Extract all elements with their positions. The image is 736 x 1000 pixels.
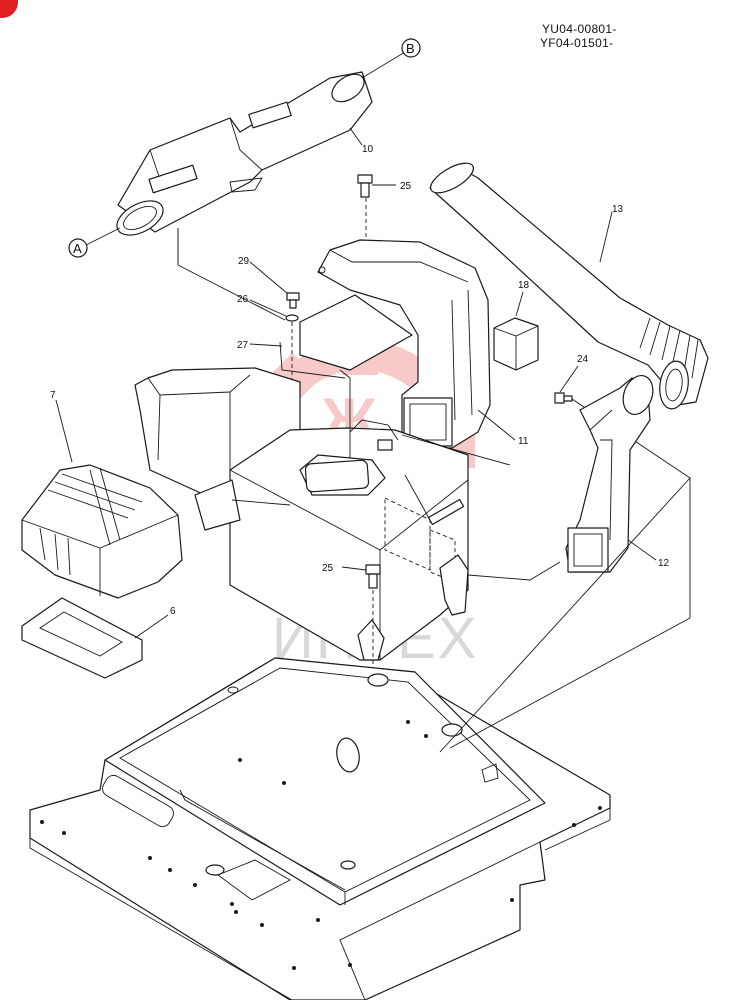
callout-25-top: 25: [400, 181, 412, 192]
callout-25-lower: 25: [322, 563, 334, 574]
bolt-25-top: [357, 174, 373, 198]
duct-10: [116, 71, 373, 236]
ref-circle-b: [401, 38, 421, 58]
plate-27: [299, 294, 413, 371]
floor-frame: [29, 476, 691, 1000]
corner-badge: [0, 0, 18, 18]
filter-housing-7: [21, 464, 183, 599]
duct-11: [317, 239, 491, 449]
ref-b: B: [406, 41, 415, 56]
callout-24: 24: [577, 354, 589, 365]
heater-unit: [134, 367, 469, 661]
serial-number-1: YU04-00801-: [542, 22, 617, 36]
callout-6: 6: [170, 606, 176, 617]
serial-number-2: YF04-01501-: [540, 36, 614, 50]
ref-a: A: [73, 241, 82, 256]
hose-13: [429, 162, 709, 410]
callout-27: 27: [237, 340, 249, 351]
callout-29: 29: [238, 256, 250, 267]
callout-26: 26: [237, 294, 249, 305]
screw-29: [286, 292, 300, 309]
callout-12: 12: [658, 558, 670, 569]
elbow-duct-12: [565, 375, 654, 573]
callout-18: 18: [518, 280, 530, 291]
callout-7: 7: [50, 390, 56, 401]
block-18: [493, 317, 539, 371]
bolt-24: [554, 392, 573, 404]
callout-13: 13: [612, 204, 624, 215]
washer-26: [285, 314, 299, 322]
callout-11: 11: [518, 436, 529, 447]
gasket-6: [21, 597, 143, 679]
ref-circle-a: [68, 238, 88, 258]
bolt-25-lower: [365, 564, 381, 589]
callout-10: 10: [362, 144, 374, 155]
